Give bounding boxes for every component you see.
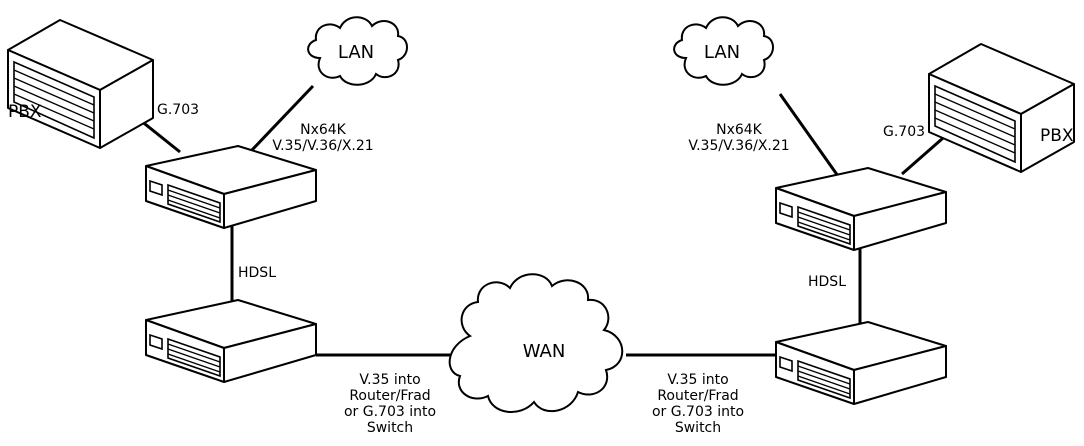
- right-lan-label: LAN: [703, 42, 741, 63]
- left-wan-link-line-1: V.35 into: [359, 372, 421, 388]
- right-pbx: [928, 43, 1075, 173]
- right-hdsl-label: HDSL: [808, 274, 846, 290]
- left-lan-link-line-2: V.35/V.36/X.21: [272, 138, 374, 154]
- wan-label: WAN: [522, 341, 566, 362]
- right-pbx-link-label: G.703: [883, 124, 926, 140]
- left-wan-link-line-2: Router/Frad: [349, 388, 431, 404]
- left-lan-link-label: Nx64K V.35/V.36/X.21: [272, 122, 373, 154]
- left-lan-cloud: [307, 16, 408, 86]
- left-lan-link-line-1: Nx64K: [300, 122, 346, 138]
- left-wan-link-line-3: or G.703 into: [343, 404, 437, 420]
- wan-cloud: [448, 273, 624, 414]
- left-wan-link-line-4: Switch: [366, 420, 414, 436]
- right-lan-link: [778, 93, 840, 177]
- right-lan-link-line-2: V.35/V.36/X.21: [688, 138, 790, 154]
- left-lan-link: [250, 84, 315, 152]
- left-pbx-label: PBX: [8, 102, 42, 122]
- left-lan-modem: [145, 145, 317, 229]
- left-pbx-link-label: G.703: [157, 102, 200, 118]
- right-wan-link-line-1: V.35 into: [667, 372, 729, 388]
- left-hdsl-label: HDSL: [238, 265, 276, 281]
- right-wan-link-label: V.35 into Router/Frad or G.703 into Swit…: [652, 372, 744, 436]
- left-wan-modem: [145, 299, 317, 383]
- left-pbx: [7, 19, 154, 149]
- right-pbx-label: PBX: [1040, 126, 1074, 146]
- right-wan-link-line-4: Switch: [674, 420, 722, 436]
- right-lan-cloud: [673, 16, 774, 86]
- right-lan-link-line-1: Nx64K: [716, 122, 762, 138]
- right-lan-modem: [775, 167, 947, 251]
- left-lan-label: LAN: [337, 42, 375, 63]
- right-wan-link-line-3: or G.703 into: [651, 404, 745, 420]
- connection-lines: [109, 84, 976, 357]
- right-lan-link-label: Nx64K V.35/V.36/X.21: [688, 122, 789, 154]
- left-wan-link-label: V.35 into Router/Frad or G.703 into Swit…: [344, 372, 436, 436]
- right-wan-link-line-2: Router/Frad: [657, 388, 739, 404]
- right-wan-modem: [775, 321, 947, 405]
